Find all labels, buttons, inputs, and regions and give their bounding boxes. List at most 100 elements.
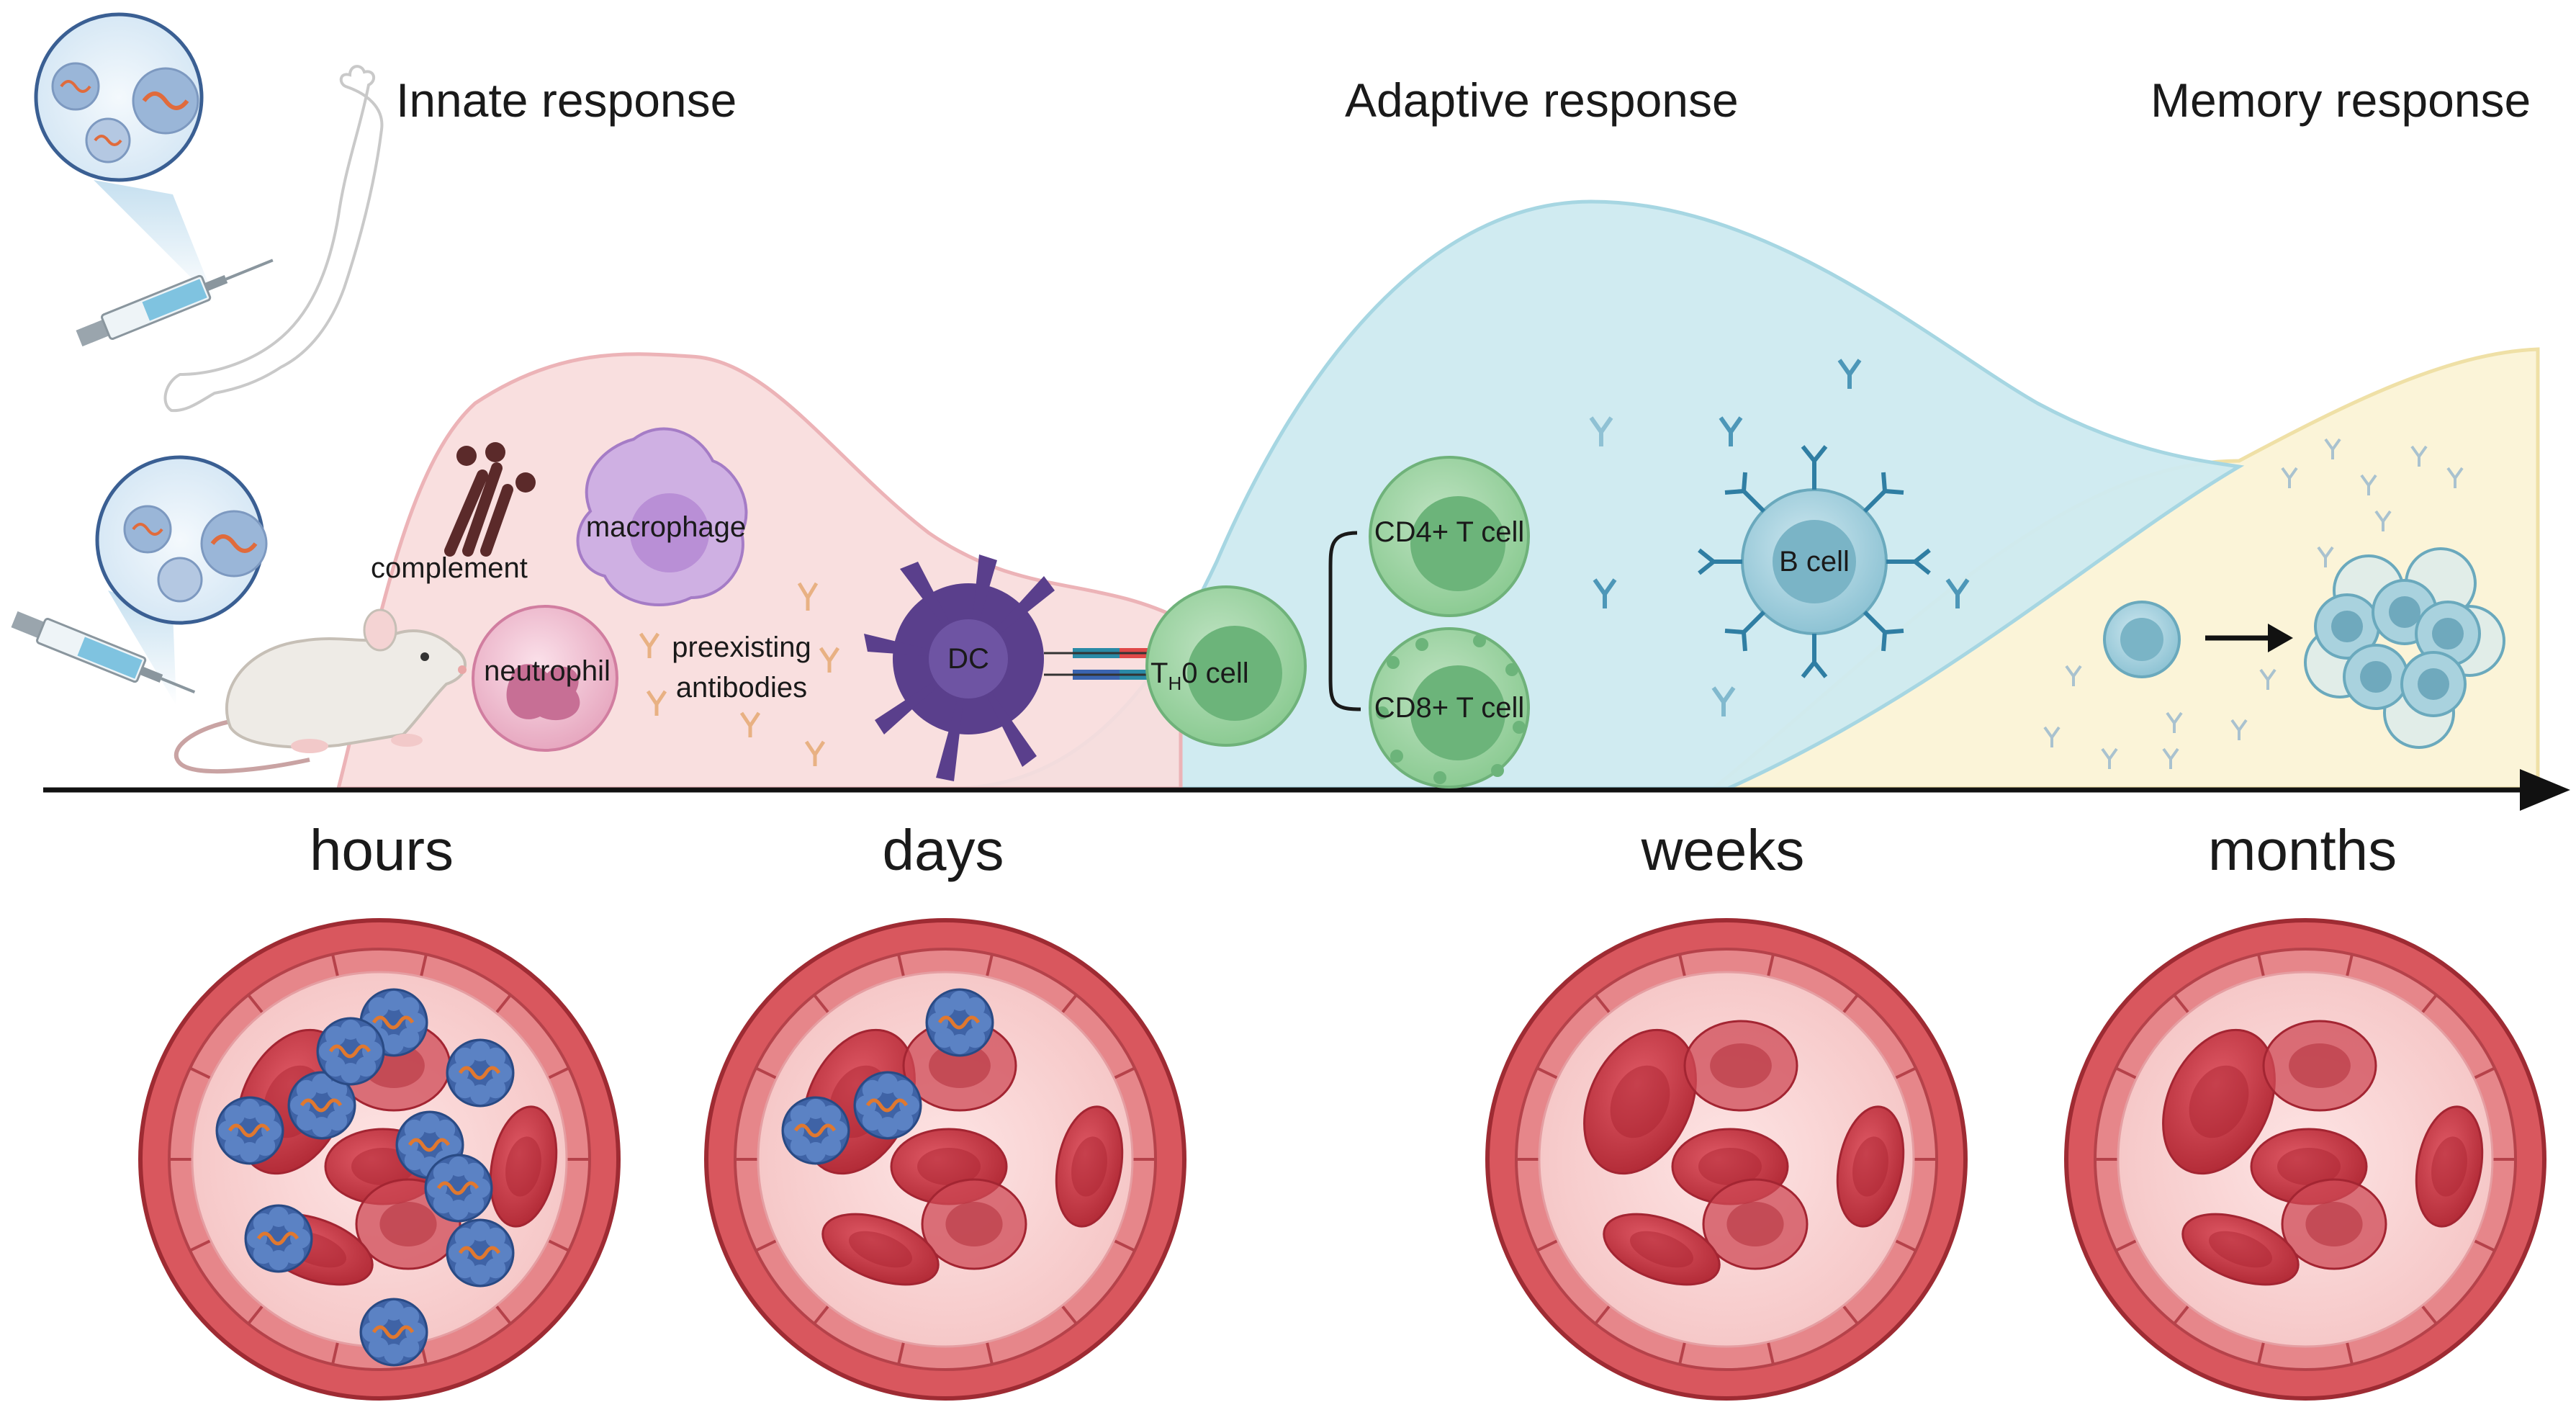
nanoparticle <box>287 1071 356 1140</box>
endothelial-segment <box>189 1066 212 1079</box>
complement-icon <box>444 442 536 557</box>
cd8-t-cell-label: CD8+ T cell <box>1374 692 1525 724</box>
nanoparticle <box>359 1298 428 1367</box>
mouse-tail <box>174 718 310 774</box>
memory-response-header: Memory response <box>2151 73 2531 127</box>
endothelial-segment <box>331 953 340 977</box>
red-blood-cell <box>2262 1020 2377 1112</box>
red-blood-cell <box>1702 1178 1809 1270</box>
mouse-body <box>225 629 467 749</box>
endothelial-segment <box>547 1066 569 1079</box>
red-blood-cell <box>2162 1028 2276 1175</box>
nanoparticle <box>424 1154 493 1223</box>
human-arm-injection <box>34 12 384 413</box>
red-blood-cell <box>821 1213 940 1286</box>
endothelial-segment <box>1060 994 1078 1014</box>
plasma-cell-cluster-icon <box>2304 547 2505 749</box>
endothelial-segment <box>547 1239 569 1252</box>
nanoparticle <box>446 1038 515 1107</box>
endothelial-segment <box>2257 1342 2266 1365</box>
th0-cell-icon <box>1145 585 1307 747</box>
nanoparticle <box>244 1204 313 1273</box>
red-blood-cell <box>1055 1105 1124 1228</box>
preexisting-antibodies-icons <box>639 582 840 766</box>
cd4-t-cell-icon <box>1369 456 1530 617</box>
nanoparticle <box>215 1096 284 1165</box>
endothelial-segment <box>1766 1342 1775 1365</box>
endothelial-segment <box>331 1342 340 1365</box>
th0-cell-label: TH0 cell <box>1150 657 1249 694</box>
arm-illustration <box>163 65 384 413</box>
cd8-t-cell-icon <box>1369 627 1530 788</box>
nanoparticle-icon-2 <box>123 505 268 603</box>
time-label-days: days <box>883 818 1004 882</box>
endothelial-segment <box>985 1342 994 1365</box>
th0-subscript: H <box>1168 673 1181 694</box>
red-blood-cell <box>921 1178 1027 1270</box>
differentiation-bracket <box>1328 531 1361 711</box>
blood-vessels <box>138 918 2546 1401</box>
endothelial-segment <box>985 953 994 977</box>
endothelial-segment <box>2173 994 2190 1014</box>
endothelial-segment <box>1113 1239 1135 1252</box>
preexisting-antibodies-label-1: preexisting <box>672 632 811 663</box>
red-blood-cell <box>489 1105 558 1228</box>
nanoparticle <box>359 988 428 1057</box>
endothelial-segment <box>2473 1066 2495 1079</box>
red-blood-cell <box>2181 1213 2300 1286</box>
endothelial-segment <box>1894 1066 1917 1079</box>
red-blood-cell <box>2415 1105 2484 1228</box>
nanoparticle <box>395 1110 464 1179</box>
adaptive-response-header: Adaptive response <box>1345 73 1739 127</box>
red-blood-cell <box>2281 1178 2387 1270</box>
nanoparticle <box>316 1017 385 1086</box>
innate-response-header: Innate response <box>396 73 737 127</box>
nanoparticle <box>925 988 994 1057</box>
time-label-hours: hours <box>310 818 454 882</box>
endothelial-segment <box>2345 1342 2354 1365</box>
mouse-injection <box>11 455 467 774</box>
endothelial-segment <box>1536 1239 1559 1252</box>
syringe-icon-2 <box>11 611 196 693</box>
nanoparticle-inset-top <box>34 12 204 182</box>
complement-label: complement <box>371 552 528 584</box>
vessel-weeks <box>1485 918 1968 1401</box>
endothelial-segment <box>1060 1305 1078 1325</box>
nanoparticle <box>853 1071 922 1140</box>
endothelial-segment <box>813 1305 830 1325</box>
red-blood-cell <box>1836 1105 1905 1228</box>
endothelial-segment <box>419 953 428 977</box>
endothelial-segment <box>495 1305 512 1325</box>
endothelial-segment <box>2257 953 2266 977</box>
red-blood-cell <box>1583 1028 1697 1175</box>
macrophage-icon <box>576 427 748 606</box>
endothelial-segment <box>495 994 512 1014</box>
endothelial-segment <box>755 1066 778 1079</box>
endothelial-segment <box>897 953 906 977</box>
vessel-days <box>704 918 1186 1401</box>
memory-antibodies-icons <box>2043 438 2464 769</box>
timeline-axis <box>43 769 2570 811</box>
time-label-weeks: weeks <box>1641 818 1805 882</box>
endothelial-segment <box>2420 1305 2438 1325</box>
endothelial-segment <box>189 1239 212 1252</box>
b-cell-label: B cell <box>1779 546 1850 578</box>
endothelial-segment <box>1536 1066 1559 1079</box>
preexisting-antibodies-label-2: antibodies <box>676 672 807 704</box>
endothelial-segment <box>2345 953 2354 977</box>
macrophage-label: macrophage <box>586 511 746 543</box>
endothelial-segment <box>2420 994 2438 1014</box>
endothelial-segment <box>2173 1305 2190 1325</box>
endothelial-segment <box>1894 1239 1917 1252</box>
nanoparticle <box>446 1218 515 1288</box>
inset-beam-arm <box>94 180 216 302</box>
th0-prefix: T <box>1150 657 1168 689</box>
timeline-arrowhead <box>2520 769 2570 811</box>
memory-b-cell-icon <box>2103 601 2181 678</box>
endothelial-segment <box>1113 1066 1135 1079</box>
endothelial-segment <box>813 994 830 1014</box>
endothelial-segment <box>2115 1066 2138 1079</box>
vessel-hours <box>138 918 621 1401</box>
endothelial-segment <box>2115 1239 2138 1252</box>
